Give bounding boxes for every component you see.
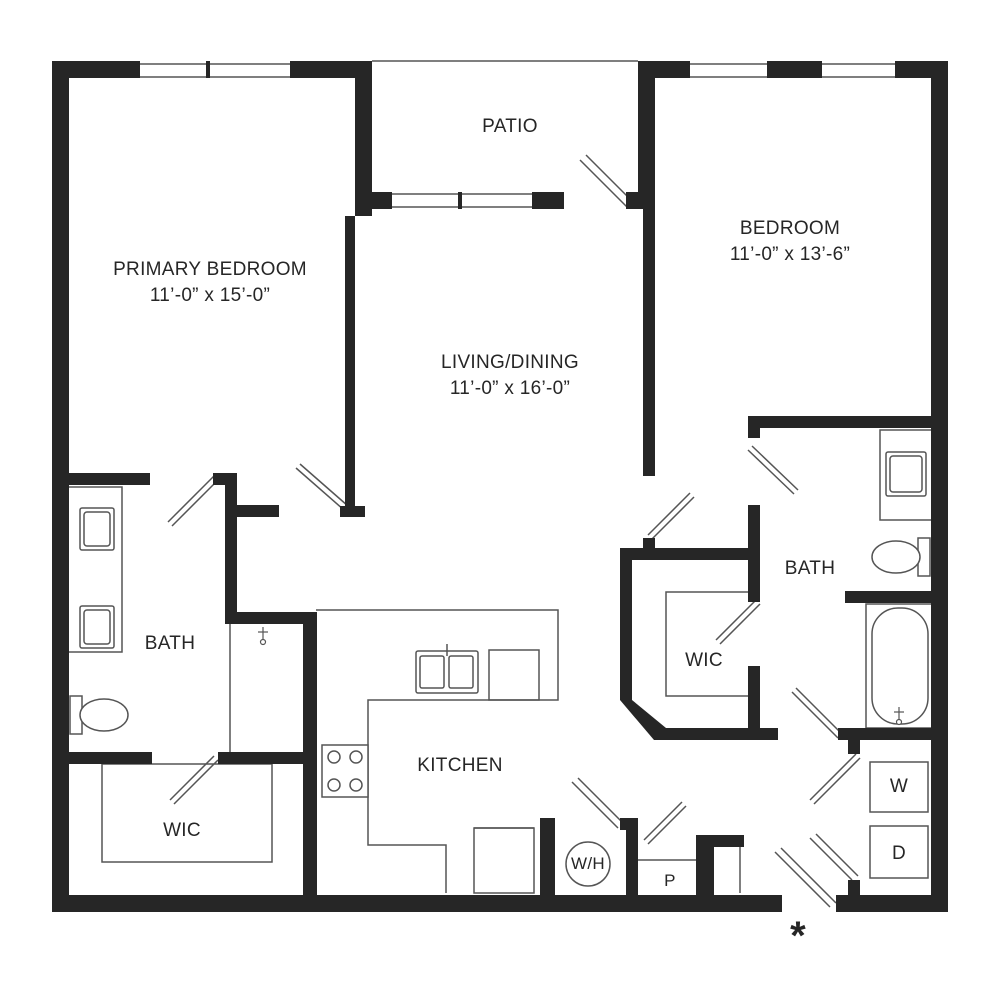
dishwasher [488,649,540,701]
room-label-pantry: P [650,868,690,894]
fixtures [69,451,931,887]
bath-vanity-right [879,429,932,521]
room-name: W [889,776,909,797]
dryer-label: D [879,841,919,867]
room-name: WIC [163,820,201,841]
wic-right-shelf [665,591,748,697]
room-label-bath-left: BATH [130,631,210,657]
room-dimensions: 11’-0” x 13’-6” [729,244,851,265]
room-label-bath-right: BATH [770,556,850,582]
kitchen-counter [316,609,559,893]
room-label-living-dining: LIVING/DINING 11’-0” x 16’-0” [390,350,630,402]
entry-marker: * [778,916,818,956]
fridge [473,827,535,894]
water-heater-icon [565,841,611,887]
washer-icon [869,761,929,813]
room-name: D [891,843,907,864]
room-label-patio: PATIO [460,114,560,140]
room-label-wic-right: WIC [664,648,744,674]
room-name: PATIO [482,116,538,137]
room-name: PRIMARY BEDROOM [113,259,307,280]
toilet-icon [69,695,129,735]
drain-icon [894,707,904,726]
wall [52,61,69,912]
room-label-wic-left: WIC [142,818,222,844]
room-name: P [664,871,676,890]
entry-marker-text: * [790,914,806,958]
room-label-primary-bedroom: PRIMARY BEDROOM 11’-0” x 15’-0” [80,257,340,309]
room-name: BATH [144,633,196,654]
room-name: KITCHEN [417,755,503,776]
room-name: BEDROOM [739,218,841,239]
room-label-bedroom: BEDROOM 11’-0” x 13’-6” [680,216,900,268]
room-dimensions: 11’-0” x 16’-0” [449,378,571,399]
walls [52,61,948,912]
room-label-water-heater: W/H [563,851,613,877]
room-name: LIVING/DINING [441,352,579,373]
doors [167,154,861,908]
room-label-kitchen: KITCHEN [400,753,520,779]
primary-bath-vanity [68,486,123,653]
dryer-icon [869,825,929,879]
room-name: W/H [571,854,605,873]
room-name: WIC [685,650,723,671]
room-dimensions: 11’-0” x 15’-0” [149,285,271,306]
toilet-icon [871,537,931,577]
thin-lines [68,60,933,908]
drain-icon [258,627,268,646]
washer-label: W [879,774,919,800]
primary-wic-shelf [101,763,273,863]
room-name: BATH [784,558,836,579]
